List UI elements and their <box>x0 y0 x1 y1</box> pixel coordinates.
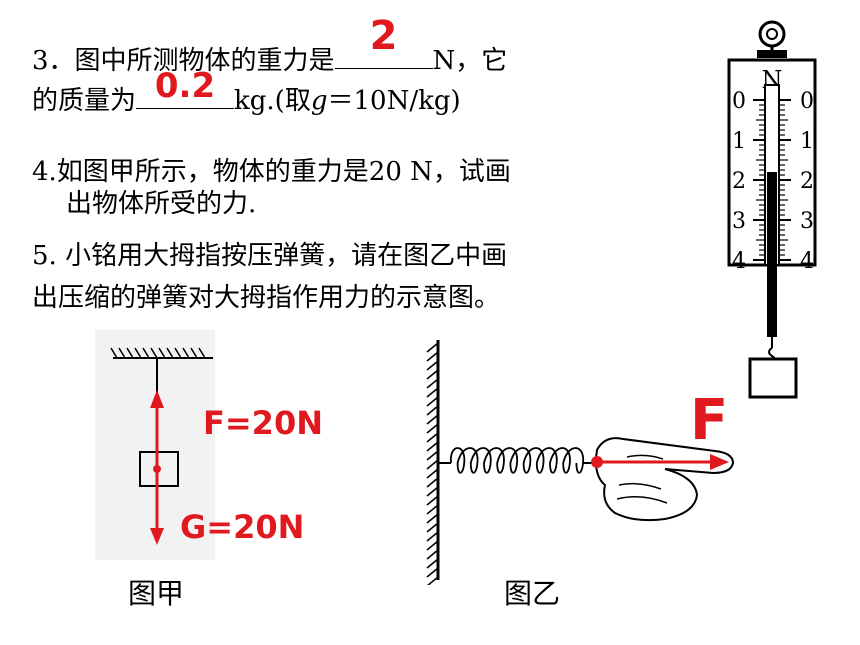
q3-text-2: N，它 <box>432 46 508 76</box>
scale-number-right: 0 <box>800 89 814 114</box>
q3-answer-weight: 2 <box>369 13 398 59</box>
q3-g-symbol: g <box>310 86 328 116</box>
wall-hatch <box>426 342 439 585</box>
q3-blank-weight: 2 <box>334 16 433 69</box>
scale-number-left: 1 <box>732 129 746 154</box>
ceiling-hatch <box>110 347 206 359</box>
scale-number-left: 3 <box>732 209 746 234</box>
q3-text-4: kg.(取 <box>234 86 311 116</box>
scale-weight-block <box>748 357 798 399</box>
caption-jia: 图甲 <box>128 577 185 610</box>
force-origin-point <box>153 465 161 473</box>
q4-line1: 4.如图甲所示，物体的重力是20 N，试画 <box>32 157 511 187</box>
label-spring-force: F <box>690 388 729 453</box>
scale-number-left: 0 <box>732 89 746 114</box>
scale-number-left: 2 <box>732 169 746 194</box>
label-gravity: G=20N <box>180 508 305 546</box>
scale-number-right: 2 <box>800 169 814 194</box>
q3-blank-mass: 0.2 <box>136 69 235 109</box>
q5-line1: 5. 小铭用大拇指按压弹簧，请在图乙中画 <box>32 241 508 271</box>
scale-number-left: 4 <box>732 249 746 274</box>
scale-ring <box>758 20 786 48</box>
hanging-object <box>139 451 179 487</box>
spring-contact-point <box>591 456 603 468</box>
thumb-hand <box>595 437 735 522</box>
figure-jia-background <box>95 330 215 560</box>
force-arrow-up-head <box>150 390 164 408</box>
q5-line2: 出压缩的弹簧对大拇指作用力的示意图。 <box>32 283 501 313</box>
q3-answer-mass: 0.2 <box>154 66 216 106</box>
scale-ticks: 0 0 1 1 2 2 3 3 4 4 <box>732 89 814 274</box>
figure-jia <box>95 330 215 560</box>
scale-number-right: 3 <box>800 209 814 234</box>
figure-yi <box>426 340 735 585</box>
compressed-spring <box>450 447 584 474</box>
gravity-arrow-down-head <box>150 528 164 545</box>
spring-force-arrow-head <box>710 454 729 470</box>
q3-text-1: 3．图中所测物体的重力是 <box>32 46 335 76</box>
q3-line2: 的质量为 0.2 kg.(取g＝10N/kg) <box>32 69 461 117</box>
scale-pointer-rod <box>767 172 777 337</box>
scale-number-right: 4 <box>800 249 814 274</box>
scale-number-right: 1 <box>800 129 814 154</box>
q3-text-3: 的质量为 <box>32 86 137 116</box>
caption-yi: 图乙 <box>504 577 561 610</box>
q3-text-5: ＝10N/kg) <box>327 86 461 116</box>
label-force-up: F=20N <box>203 404 323 442</box>
q4-line2: 出物体所受的力. <box>66 189 257 219</box>
